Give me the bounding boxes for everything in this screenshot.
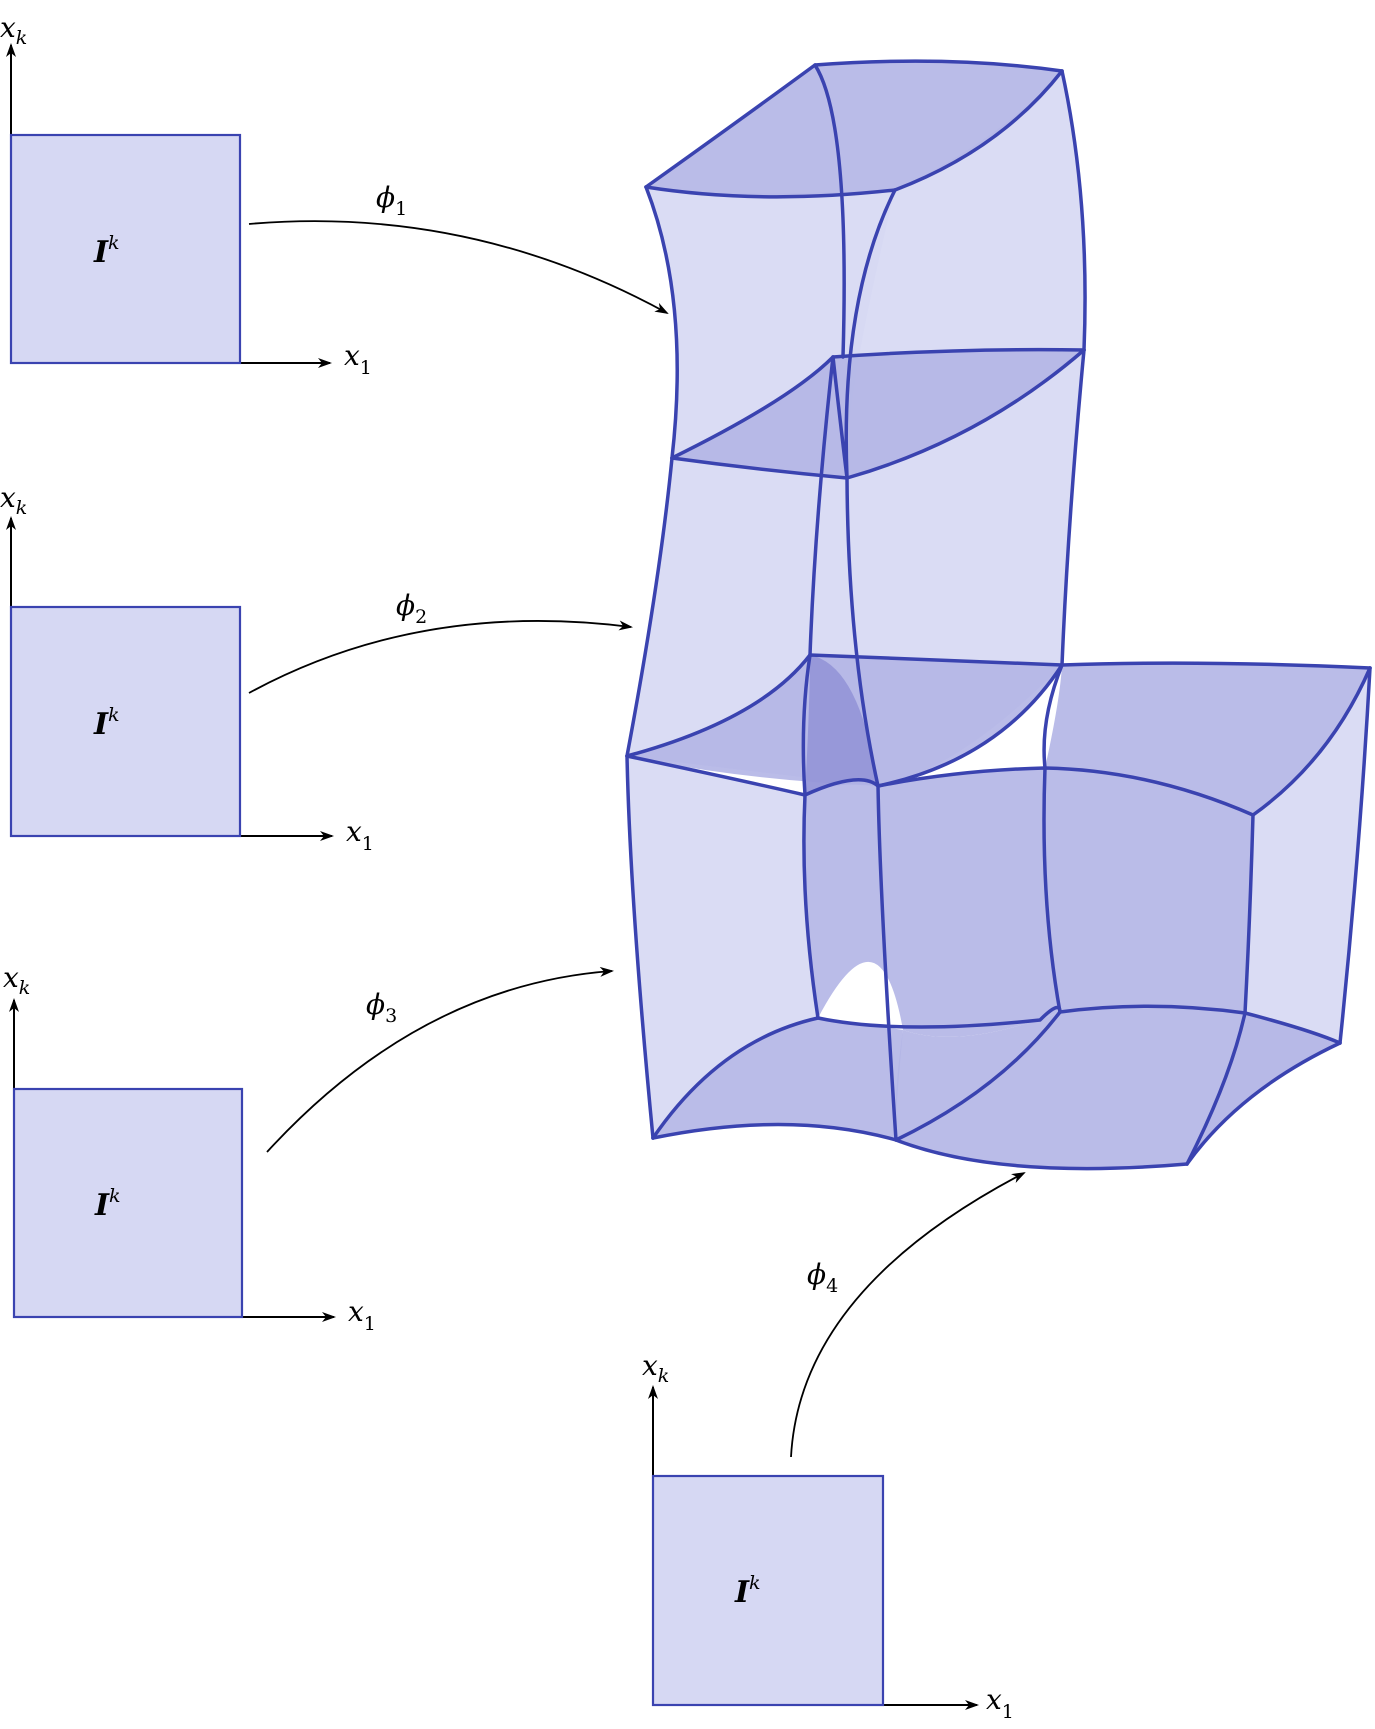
region-label-4: Ik: [734, 1572, 761, 1610]
map-arrow-1: [248, 220, 669, 314]
upper-block-top-face: [646, 61, 1062, 197]
deformed-domain: [625, 59, 1372, 1171]
reference-cube-2: Ik xk x1: [0, 481, 374, 855]
map-arrow-3: [266, 966, 614, 1153]
map-label-4: ϕ4: [807, 1258, 838, 1297]
axis-y-label-4: xk: [642, 1349, 669, 1387]
axis-y-label-2: xk: [0, 481, 27, 519]
map-arrow-4: [790, 1172, 1026, 1458]
domain-edges: [625, 59, 1372, 1171]
axis-y-label-1: xk: [0, 11, 27, 49]
map-label-3: ϕ3: [366, 988, 397, 1027]
axis-x-label-4: x1: [986, 1683, 1014, 1723]
right-block-inner-face: [1044, 768, 1253, 1013]
axis-x-label-1: x1: [344, 339, 372, 379]
mapping-arrows: ϕ1 ϕ2 ϕ3 ϕ4: [248, 181, 1026, 1458]
upper-block-mid-section: [672, 349, 1084, 478]
region-label-3: Ik: [94, 1185, 121, 1223]
right-block-bottom-face: [895, 1006, 1340, 1169]
reference-square-1: [9, 133, 242, 365]
axis-y-label-3: xk: [3, 961, 30, 999]
lower-block-front-face: [627, 756, 818, 1138]
region-label-2: Ik: [93, 704, 120, 742]
reference-cube-4: Ik xk x1: [642, 1349, 1014, 1723]
lower-block-bottom-face: [653, 1018, 904, 1140]
reference-square-2: [9, 605, 242, 838]
axis-x-label-3: x1: [348, 1295, 376, 1335]
map-arrow-2: [248, 620, 633, 694]
map-label-1: ϕ1: [376, 181, 407, 220]
reference-cube-3: Ik xk x1: [3, 961, 376, 1335]
region-label-1: Ik: [93, 232, 120, 270]
reference-square-4: [651, 1474, 885, 1707]
map-label-2: ϕ2: [396, 589, 427, 628]
right-block-top-face: [1045, 663, 1370, 815]
reference-cube-1: Ik xk x1: [0, 11, 372, 379]
middle-block-inner-column: [805, 655, 878, 795]
reference-square-3: [12, 1087, 244, 1319]
axis-x-label-2: x1: [346, 815, 374, 855]
lower-block-inner-face: [803, 768, 1060, 1037]
